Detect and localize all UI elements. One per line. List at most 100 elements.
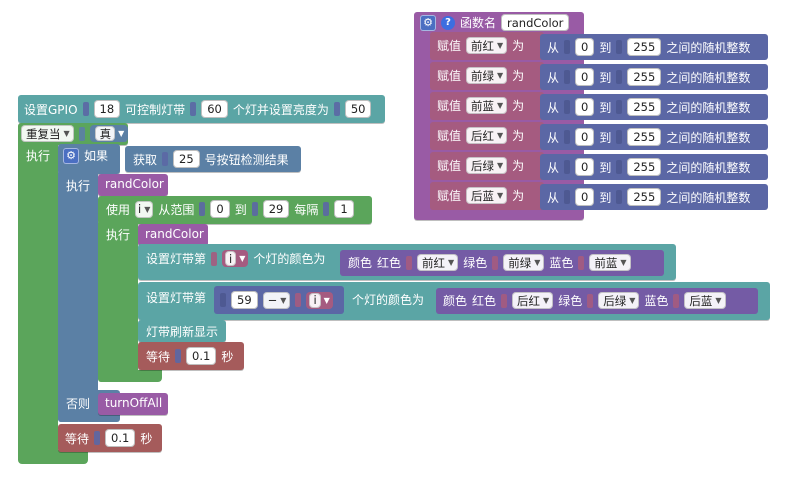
chevron-down-icon: ▼ (280, 295, 287, 305)
function-header: ⚙ ? 函数名 randColor (420, 14, 570, 31)
random-from-label: 从 (547, 70, 560, 85)
color-to-label-2: 个灯的颜色为 (352, 293, 425, 307)
pixel-index-var-2[interactable]: i▼ (306, 291, 333, 309)
random-from-label: 从 (547, 160, 560, 175)
random-min-input[interactable]: 0 (575, 68, 595, 86)
assign-row: 赋值后红▼为 (437, 127, 524, 144)
green-var-dropdown-2[interactable]: 后绿▼ (598, 292, 640, 309)
button-number-input[interactable]: 25 (173, 150, 200, 168)
gear-icon[interactable]: ⚙ (63, 147, 79, 164)
blue-label-2: 蓝色 (644, 294, 669, 308)
chevron-down-icon: ▼ (620, 258, 627, 267)
assign-row: 赋值前红▼为 (437, 37, 524, 54)
loop-var-dropdown[interactable]: i▼ (135, 200, 154, 218)
wait-inner-input[interactable]: 0.1 (186, 347, 217, 365)
for-do-label: 执行 (106, 228, 131, 242)
chevron-down-icon: ▼ (497, 101, 504, 110)
red-var-dropdown[interactable]: 前红▼ (417, 254, 459, 271)
assign-var-dropdown[interactable]: 前绿▼ (466, 67, 508, 84)
random-max-input[interactable]: 255 (627, 188, 662, 206)
blue-var-dropdown[interactable]: 前蓝▼ (589, 254, 631, 271)
assign-label: 赋值 (437, 69, 462, 83)
assign-var-dropdown[interactable]: 后红▼ (466, 127, 508, 144)
blue-var-dropdown-2[interactable]: 后蓝▼ (684, 292, 726, 309)
chevron-down-icon: ▼ (497, 191, 504, 200)
call-randcolor-label: randColor (105, 177, 164, 191)
set-pixel-row-2: 设置灯带第 (146, 289, 206, 306)
set-pixel-label: 设置灯带第 (146, 252, 207, 266)
range-step-input[interactable]: 1 (334, 200, 354, 218)
if-label: 如果 (84, 149, 109, 163)
random-max-input[interactable]: 255 (627, 128, 662, 146)
random-tail-label: 之间的随机整数 (666, 160, 751, 175)
button-read-block[interactable] (125, 146, 301, 172)
random-max-input[interactable]: 255 (627, 38, 662, 56)
brightness-input[interactable]: 50 (344, 100, 372, 118)
wait-inner-row: 等待 0.1 秒 (146, 347, 233, 365)
range-to-input[interactable]: 29 (262, 200, 290, 218)
random-from-label: 从 (547, 40, 560, 55)
function-name-input[interactable]: randColor (501, 14, 570, 31)
condition-dropdown[interactable]: 真▼ (89, 125, 129, 142)
chevron-down-icon: ▼ (448, 258, 455, 267)
wait-outer-row: 等待 0.1 秒 (65, 429, 152, 447)
random-min-input[interactable]: 0 (575, 158, 595, 176)
chevron-down-icon: ▼ (715, 296, 722, 305)
led-count-input[interactable]: 60 (201, 100, 228, 118)
assign-label: 赋值 (437, 159, 462, 173)
assign-label: 赋值 (437, 189, 462, 203)
random-min-input[interactable]: 0 (575, 188, 595, 206)
chevron-down-icon: ▼ (63, 129, 70, 138)
random-max-input[interactable]: 255 (627, 98, 662, 116)
call-turnoffall-block[interactable] (98, 393, 168, 415)
assign-var-dropdown[interactable]: 后绿▼ (466, 157, 508, 174)
subtract-left-input[interactable]: 59 (231, 291, 258, 309)
gpio-brightness-label: 个灯并设置亮度为 (232, 102, 329, 117)
random-tail-label: 之间的随机整数 (666, 190, 751, 205)
call-randcolor-block-2[interactable] (138, 224, 208, 246)
chevron-down-icon: ▼ (144, 204, 151, 214)
operator-dropdown[interactable]: −▼ (262, 291, 291, 309)
assign-row: 赋值后绿▼为 (437, 157, 524, 174)
random-from-label: 从 (547, 100, 560, 115)
assign-row: 赋值前蓝▼为 (437, 97, 524, 114)
random-max-input[interactable]: 255 (627, 158, 662, 176)
gpio-pin-input[interactable]: 18 (93, 100, 121, 118)
random-min-input[interactable]: 0 (575, 98, 595, 116)
random-min-input[interactable]: 0 (575, 38, 595, 56)
button-result-label: 号按钮检测结果 (204, 152, 289, 167)
random-to-label: 到 (599, 160, 612, 175)
assign-var-dropdown[interactable]: 后蓝▼ (466, 187, 508, 204)
chevron-down-icon: ▼ (534, 258, 541, 267)
random-min-input[interactable]: 0 (575, 128, 595, 146)
wait-inner-unit: 秒 (221, 349, 234, 364)
range-label: 从范围 (158, 202, 195, 217)
for-loop-header: 使用 i▼ 从范围 0 到 29 每隔 1 (106, 200, 354, 218)
help-icon[interactable]: ? (441, 15, 455, 30)
repeat-mode-dropdown[interactable]: 重复当▼ (21, 125, 74, 142)
green-label: 绿色 (463, 256, 488, 270)
assign-var-dropdown[interactable]: 前蓝▼ (466, 97, 508, 114)
rgb-color-row: 颜色 红色 前红▼ 绿色 前绿▼ 蓝色 前蓝▼ (348, 254, 631, 271)
pixel-index-var[interactable]: i▼ (222, 250, 249, 267)
wait-outer-input[interactable]: 0.1 (105, 429, 136, 447)
strip-refresh-label: 灯带刷新显示 (146, 325, 219, 339)
set-pixel-label-2: 设置灯带第 (146, 291, 207, 305)
assign-var-dropdown[interactable]: 前红▼ (466, 37, 508, 54)
red-var-dropdown-2[interactable]: 后红▼ (512, 292, 554, 309)
green-var-dropdown[interactable]: 前绿▼ (503, 254, 545, 271)
chevron-down-icon: ▼ (629, 296, 636, 305)
assign-as-label: 为 (512, 189, 525, 203)
range-from-input[interactable]: 0 (210, 200, 230, 218)
random-tail-label: 之间的随机整数 (666, 100, 751, 115)
random-max-input[interactable]: 255 (627, 68, 662, 86)
chevron-down-icon: ▼ (543, 296, 550, 305)
gear-icon[interactable]: ⚙ (420, 14, 436, 31)
call-randcolor-block[interactable] (98, 174, 168, 196)
color-title-2: 颜色 (443, 294, 468, 308)
strip-refresh-block[interactable] (138, 320, 226, 342)
